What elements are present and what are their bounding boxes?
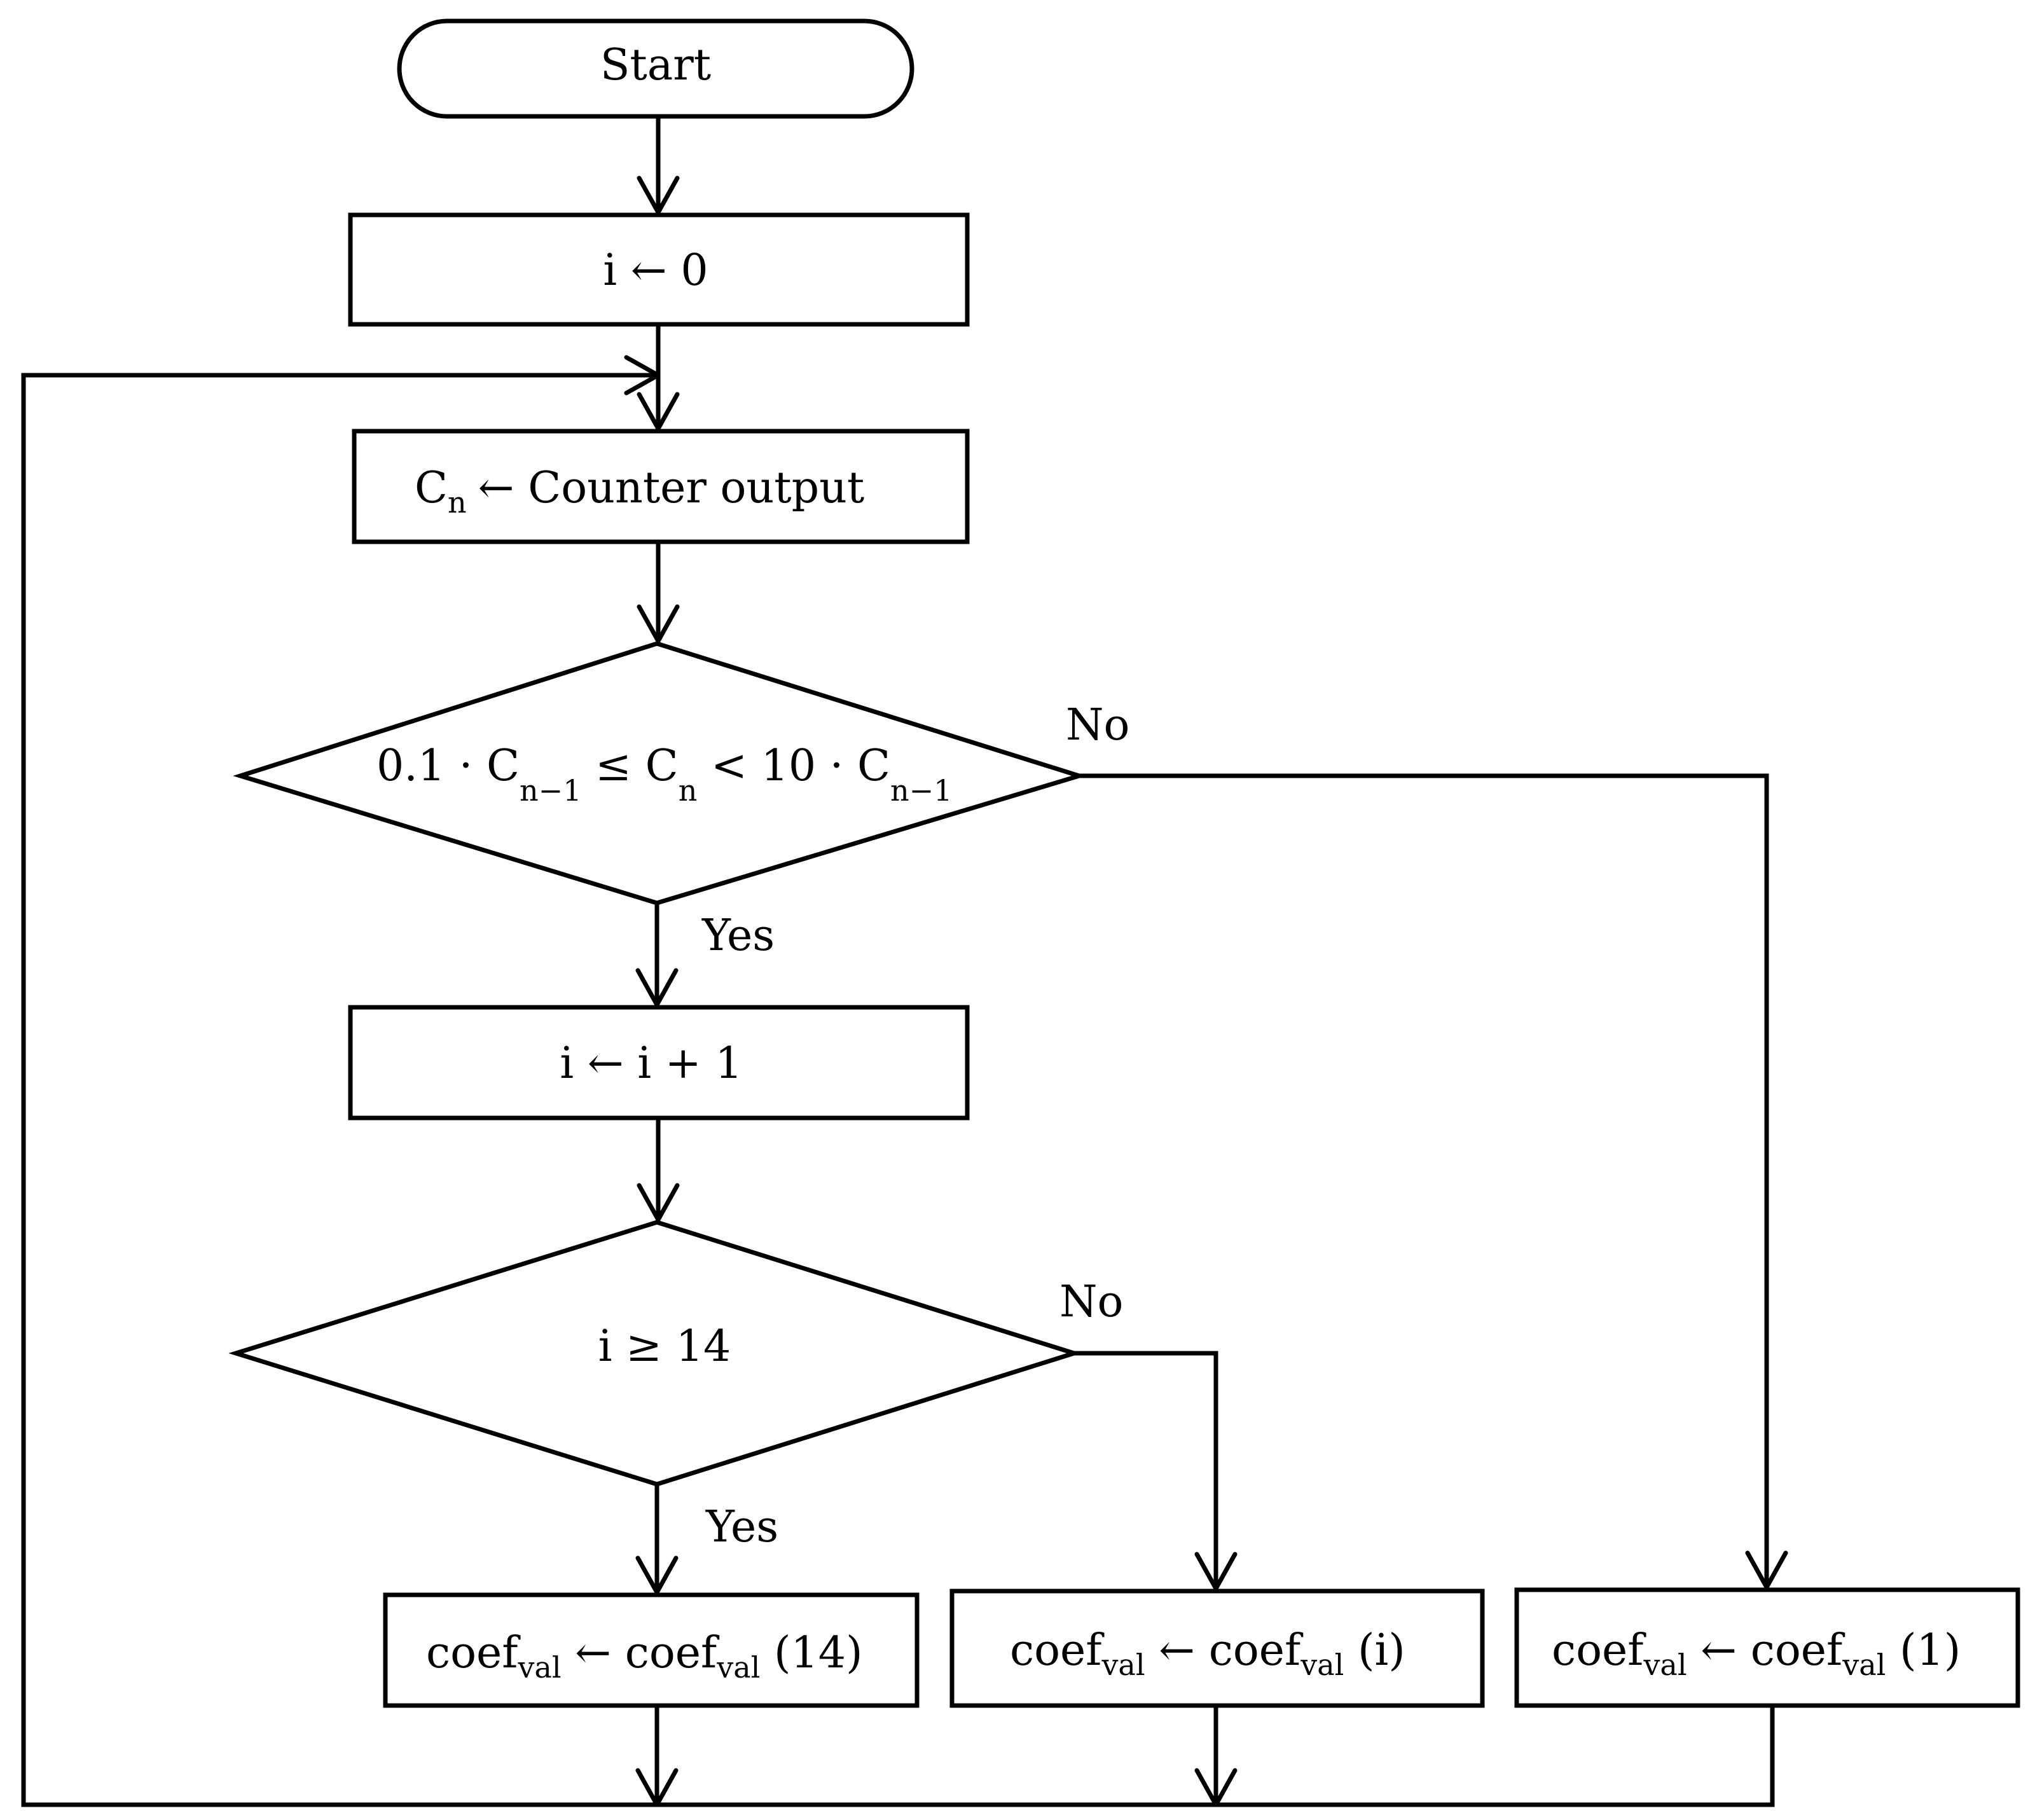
arrowhead-range — [637, 604, 680, 644]
range-term-1: 0.1 · C — [376, 741, 520, 791]
connector-range-no — [1079, 773, 1769, 1587]
increment-label: i ← i + 1 — [560, 1038, 742, 1089]
range-sub-1: n−1 — [520, 773, 581, 808]
range-condition-label: 0.1 · Cn−1 ≤ Cn < 10 · Cn−1 — [376, 741, 952, 808]
read-symbol: C — [415, 463, 448, 513]
connector-count-no — [1074, 1351, 1218, 1589]
arrowhead-count — [637, 1183, 680, 1222]
assign-i-label: coefval ← coefval (i) — [1010, 1625, 1405, 1682]
read-symbol-subscript: n — [448, 485, 467, 520]
init-process-box — [348, 212, 970, 327]
assign-14-label: coefval ← coefval (14) — [426, 1628, 863, 1685]
start-label: Start — [600, 40, 711, 90]
assign-1-label: coefval ← coefval (1) — [1552, 1625, 1961, 1682]
range-sub-2: n — [679, 773, 698, 808]
range-term-2: ≤ C — [581, 741, 678, 791]
range-term-3: < 10 · C — [697, 741, 890, 791]
arrowhead-init — [637, 176, 680, 215]
arrowhead-loop-merge — [624, 355, 661, 396]
assign-1-box — [1514, 1587, 2020, 1708]
count-condition-label: i ≥ 14 — [598, 1321, 731, 1372]
count-yes-label: Yes — [705, 1502, 778, 1552]
init-label: i ← 0 — [603, 245, 708, 296]
start-terminal — [397, 18, 914, 119]
assign-14-box — [383, 1592, 920, 1708]
range-sub-3: n−1 — [890, 773, 952, 808]
connector-loop-back — [21, 373, 658, 1807]
arrowhead-assign-1 — [1745, 1550, 1788, 1590]
read-counter-box — [352, 429, 970, 544]
read-label: Cn ← Counter output — [415, 463, 864, 520]
arrowhead-assign-i — [1194, 1552, 1238, 1591]
arrowhead-read — [637, 392, 680, 431]
read-rest: ← Counter output — [478, 463, 865, 513]
range-yes-label: Yes — [701, 911, 775, 961]
connector-assign-1-down — [657, 1706, 1775, 1807]
count-no-label: No — [1059, 1277, 1123, 1327]
arrowhead-increment — [635, 968, 679, 1007]
range-no-label: No — [1066, 700, 1129, 750]
assign-i-box — [949, 1589, 1485, 1708]
arrowhead-assign-14 — [635, 1555, 679, 1595]
increment-process-box — [348, 1005, 970, 1120]
